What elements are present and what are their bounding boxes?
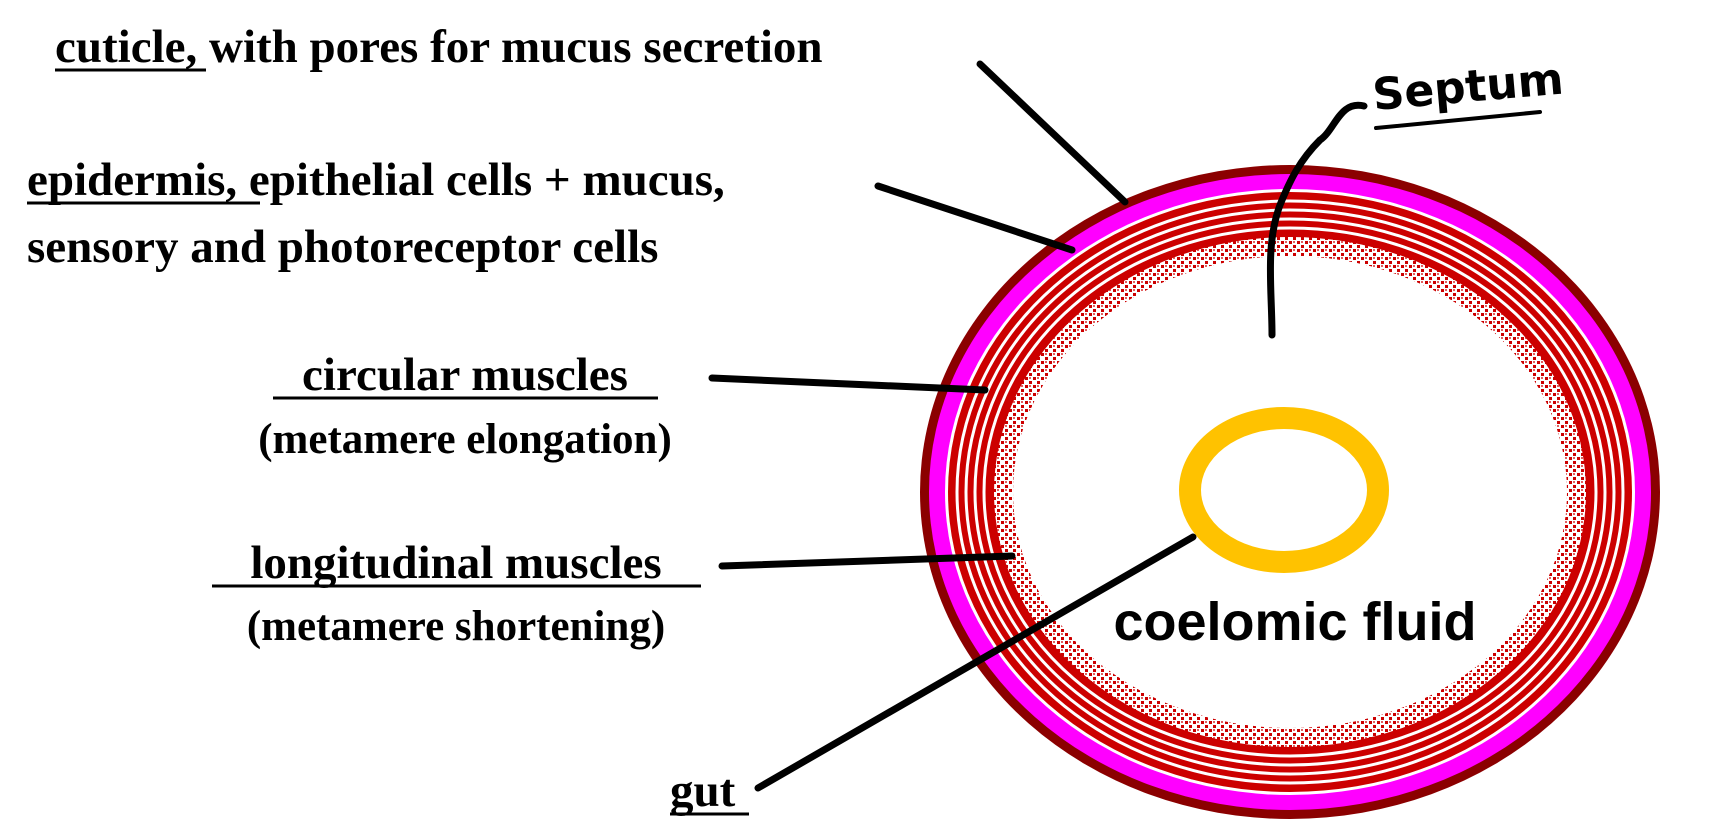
gut-leader-line (754, 533, 1197, 792)
gut (1179, 407, 1389, 573)
circular-muscles-leader-line (708, 374, 989, 394)
epidermis-leader-line (874, 182, 1076, 254)
epidermis-label-line2: sensory and photoreceptor cells (27, 221, 658, 273)
circular-muscles-label: circular muscles (302, 349, 628, 401)
septum-leader-line (1266, 101, 1368, 339)
cuticle-label: cuticle, with pores for mucus secretion (55, 21, 823, 73)
cuticle-leader-line (976, 60, 1129, 206)
gut-label: gut (670, 765, 736, 817)
epidermis-description: , epithelial cells + mucus, (225, 154, 724, 206)
circular-muscle-rings (955, 199, 1625, 785)
cuticle-description: , with pores for mucus secretion (186, 21, 823, 73)
longitudinal-muscles-leader-line (718, 552, 1016, 570)
coelomic-fluid-label: coelomic fluid (1113, 592, 1476, 652)
coelom (1013, 256, 1567, 728)
septum-underline (1374, 110, 1542, 130)
longitudinal-muscles-label: longitudinal muscles (250, 537, 661, 589)
epidermis-term: epidermis (27, 154, 225, 206)
longitudinal-muscles-function: (metamere shortening) (247, 603, 665, 650)
circular-muscles-function: (metamere elongation) (258, 416, 672, 463)
cuticle-term: cuticle (55, 21, 186, 73)
epidermis-label: epidermis, epithelial cells + mucus, (27, 154, 725, 206)
